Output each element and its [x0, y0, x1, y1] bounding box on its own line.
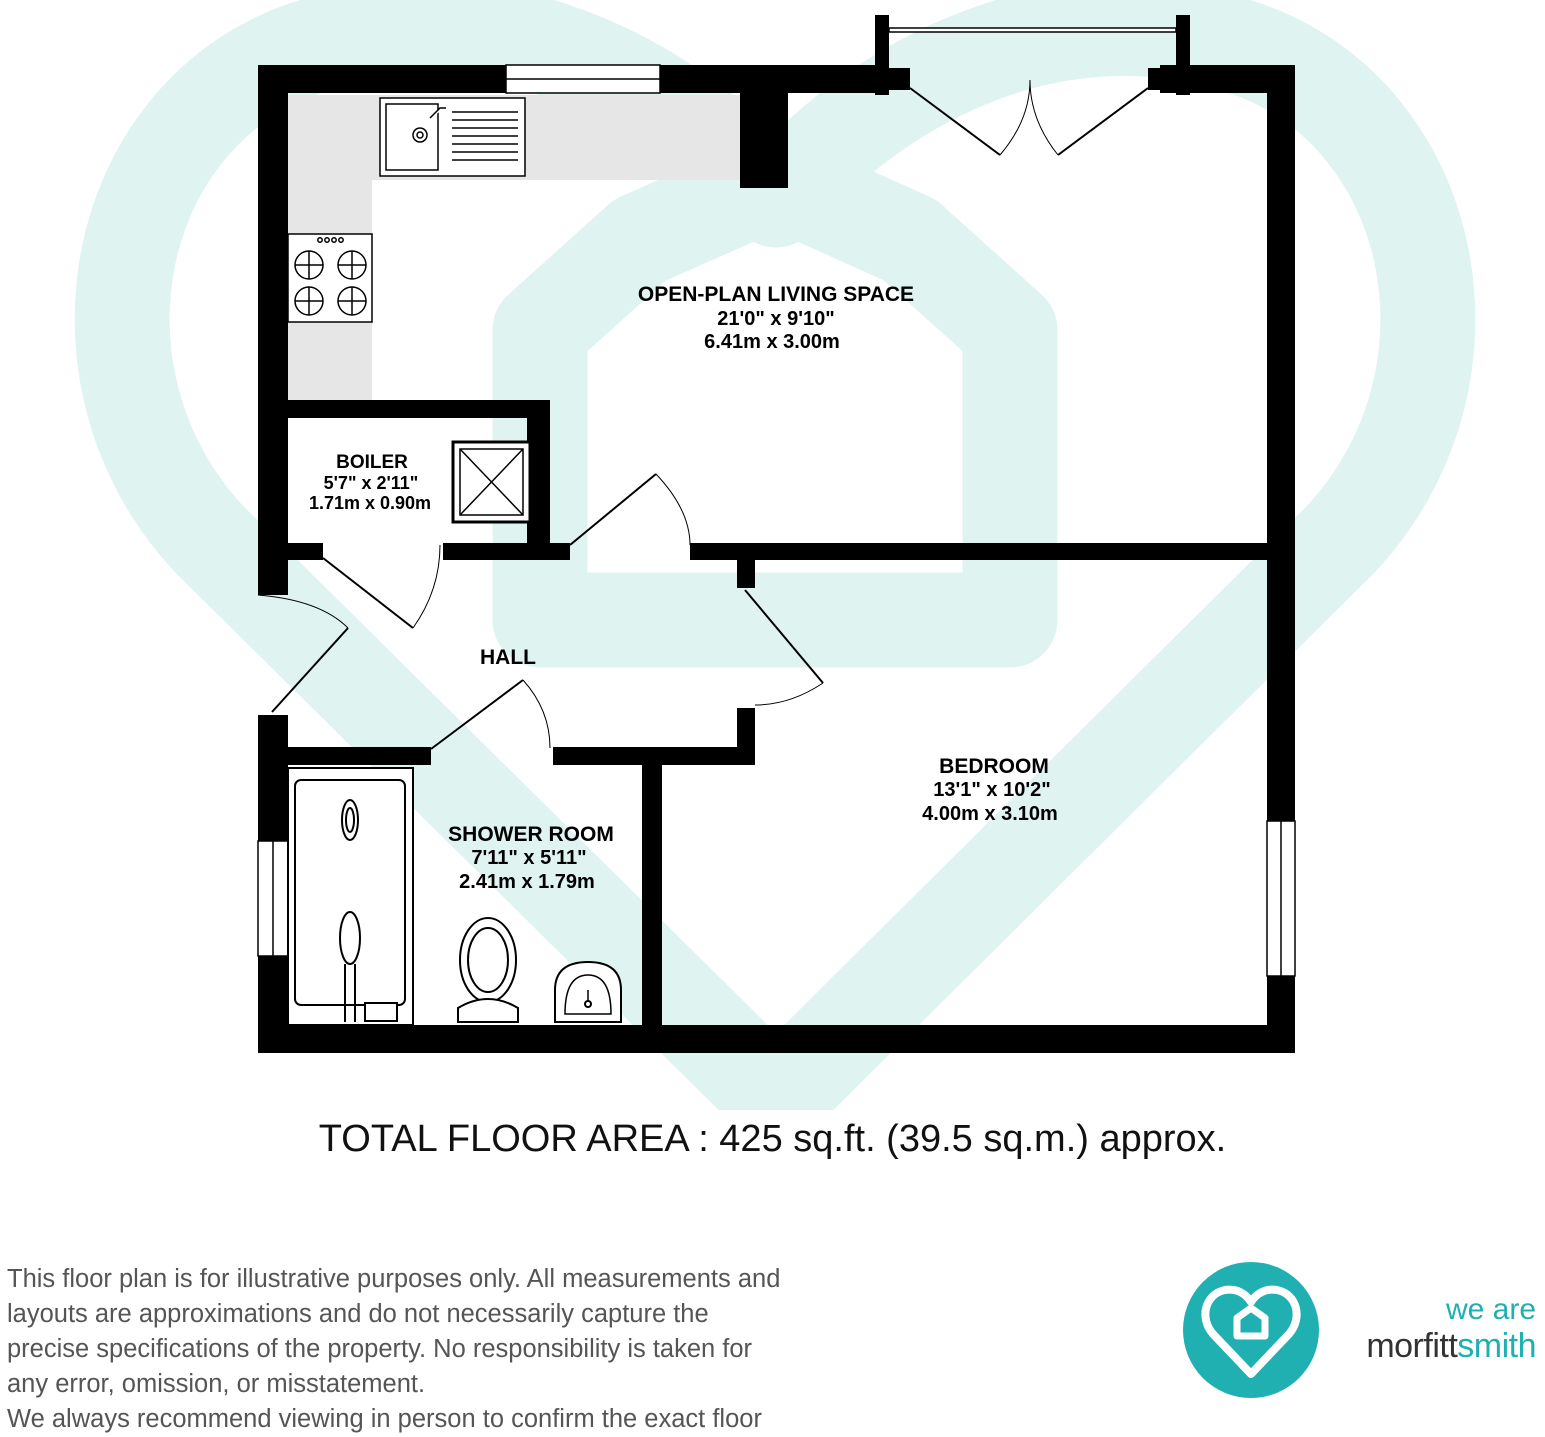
shower-room-name: SHOWER ROOM: [448, 823, 614, 846]
room-label-living: OPEN-PLAN LIVING SPACE 21'0" x 9'10" 6.4…: [638, 283, 914, 353]
brand-name-part1: morfitt: [1366, 1327, 1458, 1365]
boiler-room-name: BOILER: [336, 452, 408, 473]
hall-room-name: HALL: [480, 646, 536, 669]
disclaimer-line: precise specifications of the property. …: [7, 1335, 753, 1363]
room-label-bedroom: BEDROOM 13'1" x 10'2" 4.00m x 3.10m: [922, 755, 1058, 825]
floor-plan: OPEN-PLAN LIVING SPACE 21'0" x 9'10" 6.4…: [74, 0, 1476, 1110]
boiler-room-imperial: 5'7" x 2'11": [324, 473, 419, 493]
heart-house-icon: [1183, 1262, 1319, 1398]
walls: [258, 15, 1295, 1053]
shower-room-imperial: 7'11" x 5'11": [471, 847, 586, 869]
watermark-heart-icon: [74, 0, 1476, 1110]
sink-icon: [379, 97, 526, 177]
brand-wordmark: we are morfittsmith: [1332, 1294, 1536, 1366]
disclaimer-line: any error, omission, or misstatement.: [7, 1370, 426, 1398]
room-label-boiler: BOILER 5'7" x 2'11" 1.71m x 0.90m: [309, 452, 431, 513]
bedroom-name: BEDROOM: [939, 755, 1049, 778]
living-room-imperial: 21'0" x 9'10": [717, 308, 834, 330]
total-floor-area: TOTAL FLOOR AREA : 425 sq.ft. (39.5 sq.m…: [318, 1118, 1227, 1160]
bedroom-metric: 4.00m x 3.10m: [922, 803, 1058, 825]
boiler-room-metric: 1.71m x 0.90m: [309, 493, 431, 513]
bedroom-imperial: 13'1" x 10'2": [933, 779, 1050, 801]
boiler-unit-icon: [451, 440, 532, 524]
shower-tray-icon: [287, 767, 414, 1026]
disclaimer-line: This floor plan is for illustrative purp…: [7, 1265, 781, 1293]
living-room-name: OPEN-PLAN LIVING SPACE: [638, 283, 914, 306]
living-room-metric: 6.41m x 3.00m: [704, 331, 840, 353]
windows: [257, 27, 1296, 977]
hob-icon: [287, 233, 373, 323]
brand-name: morfittsmith: [1332, 1326, 1536, 1366]
room-label-hall: HALL: [480, 646, 536, 669]
toilet-icon: [457, 917, 519, 1023]
disclaimer-line: We always recommend viewing in person to…: [7, 1405, 762, 1433]
shower-room-metric: 2.41m x 1.79m: [459, 871, 595, 893]
disclaimer: This floor plan is for illustrative purp…: [7, 1262, 837, 1437]
brand-tagline: we are: [1445, 1293, 1536, 1326]
room-label-shower: SHOWER ROOM 7'11" x 5'11" 2.41m x 1.79m: [448, 823, 614, 893]
disclaimer-line: layouts are approximations and do not ne…: [7, 1300, 709, 1328]
doors: [257, 79, 1149, 750]
brand-name-part2: smith: [1457, 1327, 1536, 1365]
basin-icon: [554, 960, 622, 1023]
